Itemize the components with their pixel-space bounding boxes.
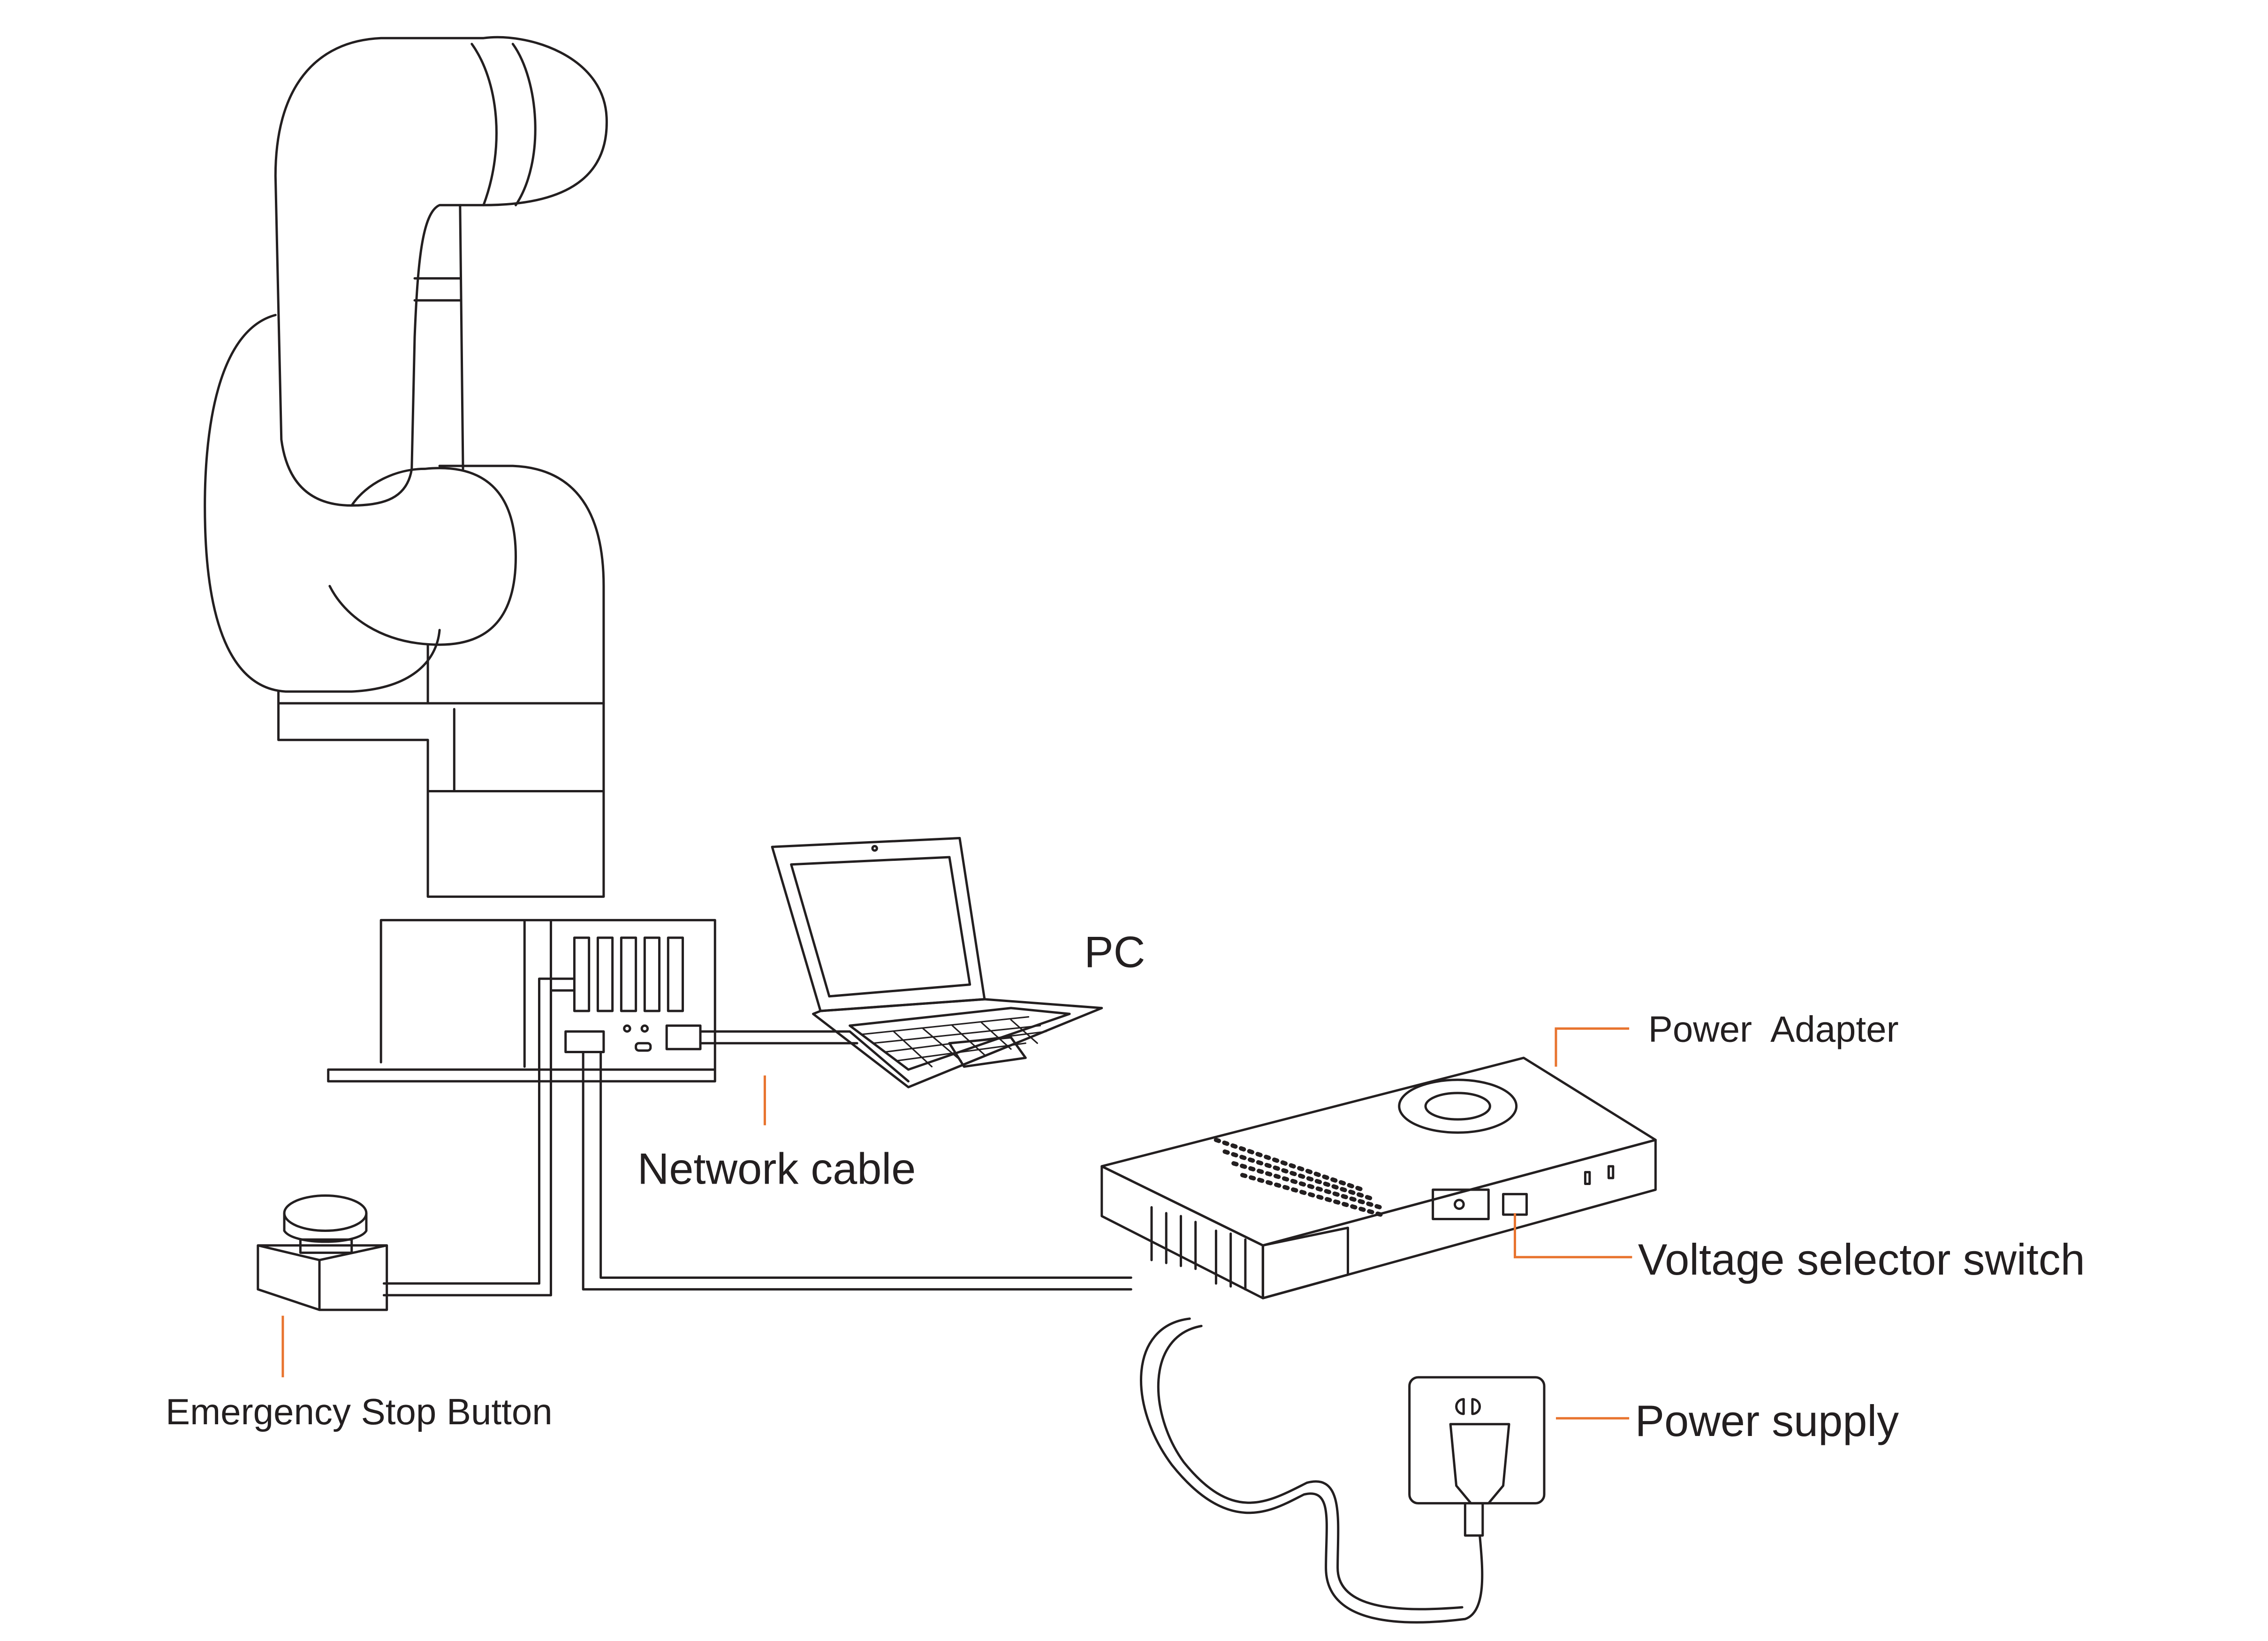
wall-socket xyxy=(1408,1376,1546,1537)
controller-ports xyxy=(573,936,684,1012)
mains-cable xyxy=(1140,1317,1484,1624)
label-pc: PC xyxy=(1084,927,1145,976)
laptop-base xyxy=(812,998,1103,1088)
adapter-fuse xyxy=(1432,1188,1490,1221)
pc-laptop xyxy=(771,836,1103,1088)
label-voltage-selector-switch: Voltage selector switch xyxy=(1638,1235,2085,1284)
leader-voltage-selector xyxy=(1514,1213,1632,1259)
robot-mount xyxy=(327,919,716,1083)
label-power-adapter: Power Adapter xyxy=(1648,1009,1899,1050)
adapter-cable xyxy=(582,1050,1132,1291)
estop-cable xyxy=(382,977,576,1297)
laptop-trackpad xyxy=(948,1036,1027,1068)
adapter-fan xyxy=(1398,1079,1518,1134)
estop-body xyxy=(257,1244,388,1311)
label-emergency-stop-button: Emergency Stop Button xyxy=(166,1391,553,1432)
ethernet-port xyxy=(665,1024,702,1050)
socket-plate xyxy=(1408,1376,1546,1504)
adapter-terminals xyxy=(1150,1206,1247,1291)
robot-upper-link-band xyxy=(470,43,537,206)
power-adapter xyxy=(1100,1056,1657,1299)
robot-wrist-band xyxy=(413,204,464,470)
laptop-screen xyxy=(771,836,986,1012)
robot-elbow-joint xyxy=(328,467,517,646)
emergency-stop xyxy=(257,1194,388,1311)
leader-power-adapter xyxy=(1555,1027,1630,1067)
robot-forearm xyxy=(426,464,605,705)
robot-upper-link xyxy=(274,36,608,507)
label-power-supply: Power supply xyxy=(1635,1396,1899,1445)
adapter-vents xyxy=(1214,1138,1388,1218)
label-network-cable: Network cable xyxy=(637,1144,916,1193)
adapter-top xyxy=(1100,1056,1657,1247)
adapter-end-cap xyxy=(1261,1226,1349,1299)
callout-leaders xyxy=(281,1027,1632,1420)
robot-shoulder xyxy=(204,313,441,693)
estop-cap xyxy=(283,1194,368,1232)
power-port xyxy=(564,1030,605,1053)
plug-body xyxy=(1449,1423,1510,1537)
voltage-selector xyxy=(1502,1193,1528,1216)
robot-base-column xyxy=(277,690,605,898)
robot-arm xyxy=(204,36,716,1083)
network-cable xyxy=(699,1030,910,1083)
